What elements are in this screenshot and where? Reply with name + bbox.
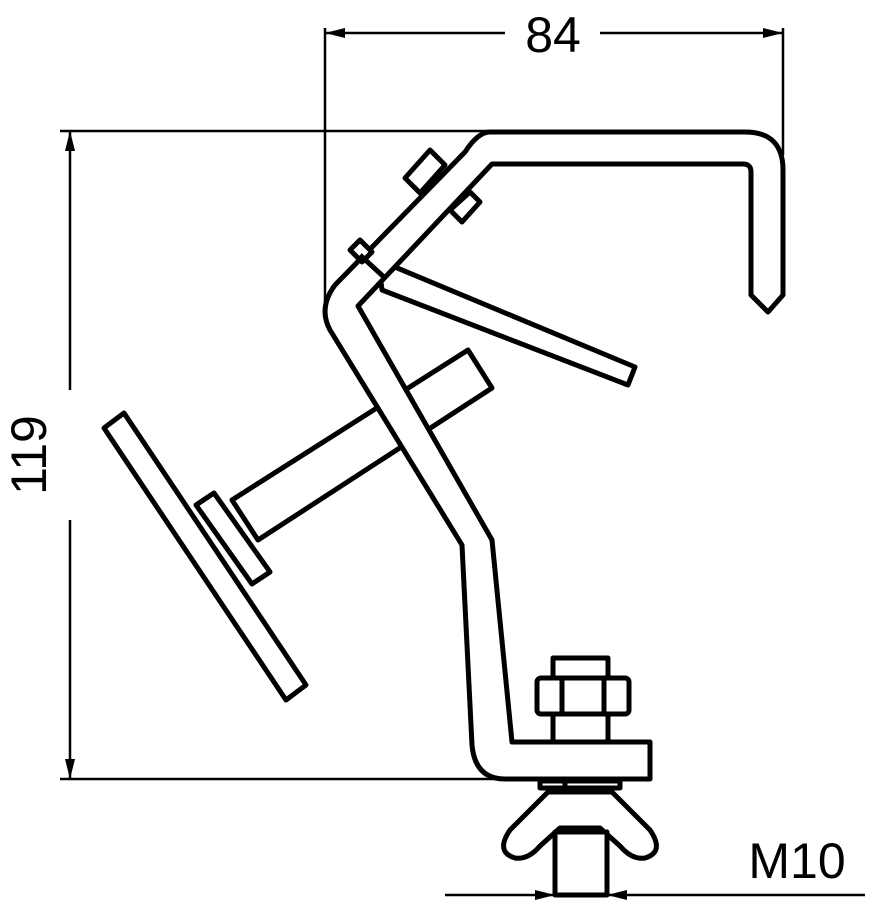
width-label: 84 — [525, 7, 581, 63]
thread-stud — [552, 829, 610, 898]
hook-body — [322, 129, 786, 782]
hook-tab — [402, 147, 448, 196]
t-handle — [101, 347, 495, 703]
lever — [375, 257, 638, 388]
bolt-assembly — [534, 655, 632, 791]
wing-nut — [501, 789, 659, 861]
width-dimension: 84 — [325, 7, 783, 63]
extension-lines — [60, 28, 785, 781]
thread-label: M10 — [748, 833, 845, 889]
height-dimension: 119 — [1, 131, 75, 779]
hook-tab — [447, 189, 483, 225]
height-label: 119 — [1, 415, 57, 495]
hook-tab — [347, 237, 375, 265]
thread-dimension: M10 — [445, 833, 865, 900]
